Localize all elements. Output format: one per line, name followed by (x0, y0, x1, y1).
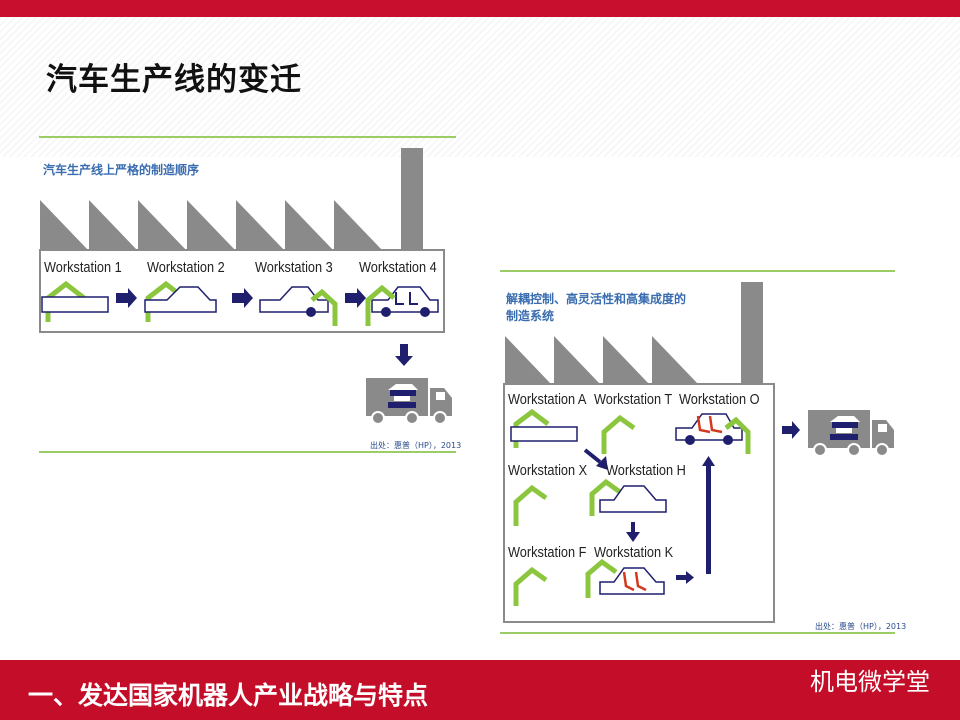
left-arrow-2 (232, 288, 253, 308)
footer-heading: 一、发达国家机器人产业战略与特点 (28, 681, 429, 710)
left-station-4-robot (365, 284, 396, 326)
right-station-x-label: Workstation X (508, 462, 588, 479)
left-truck-icon (366, 378, 452, 425)
slide-title: 汽车生产线的变迁 (46, 62, 302, 98)
left-station-1-label: Workstation 1 (44, 259, 122, 276)
left-station-3-robot (310, 288, 338, 326)
left-factory-roof (40, 148, 423, 250)
left-body-2 (144, 286, 217, 313)
right-station-h-label: Workstation H (606, 462, 686, 479)
right-station-a-label: Workstation A (508, 391, 587, 408)
right-truck-icon (808, 410, 894, 457)
left-source: 出处：惠普（HP），2013 (370, 441, 462, 450)
left-arrow-1 (116, 288, 137, 308)
brand-name: 机电微学堂 (810, 668, 930, 696)
right-station-k-label: Workstation K (594, 544, 674, 561)
right-panel (500, 270, 895, 634)
top-bar (0, 0, 960, 17)
left-station-3-label: Workstation 3 (255, 259, 333, 276)
left-chassis-1 (41, 296, 109, 313)
left-down-arrow (395, 344, 413, 366)
right-station-f-label: Workstation F (508, 544, 587, 561)
right-source: 出处：惠普（HP），2013 (815, 622, 907, 631)
right-station-t-label: Workstation T (594, 391, 673, 408)
left-arrow-3 (345, 288, 366, 308)
background-pattern (0, 17, 960, 157)
left-station-2-label: Workstation 2 (147, 259, 225, 276)
left-panel (39, 136, 456, 453)
right-subtitle-line1: 解耦控制、高灵活性和高集成度的 (506, 292, 687, 306)
left-body-3 (259, 286, 329, 313)
brand: 机电微学堂 (766, 662, 930, 697)
right-station-o-label: Workstation O (679, 391, 760, 408)
right-subtitle-line2: 制造系统 (506, 309, 555, 323)
left-subtitle: 汽车生产线上严格的制造顺序 (43, 163, 200, 177)
right-factory-roof (505, 282, 763, 384)
left-body-4 (371, 286, 439, 313)
brand-logo-spacer (766, 665, 802, 695)
footer-bar (0, 660, 960, 720)
left-station-4-label: Workstation 4 (359, 259, 437, 276)
right-exit-arrow (782, 421, 800, 439)
